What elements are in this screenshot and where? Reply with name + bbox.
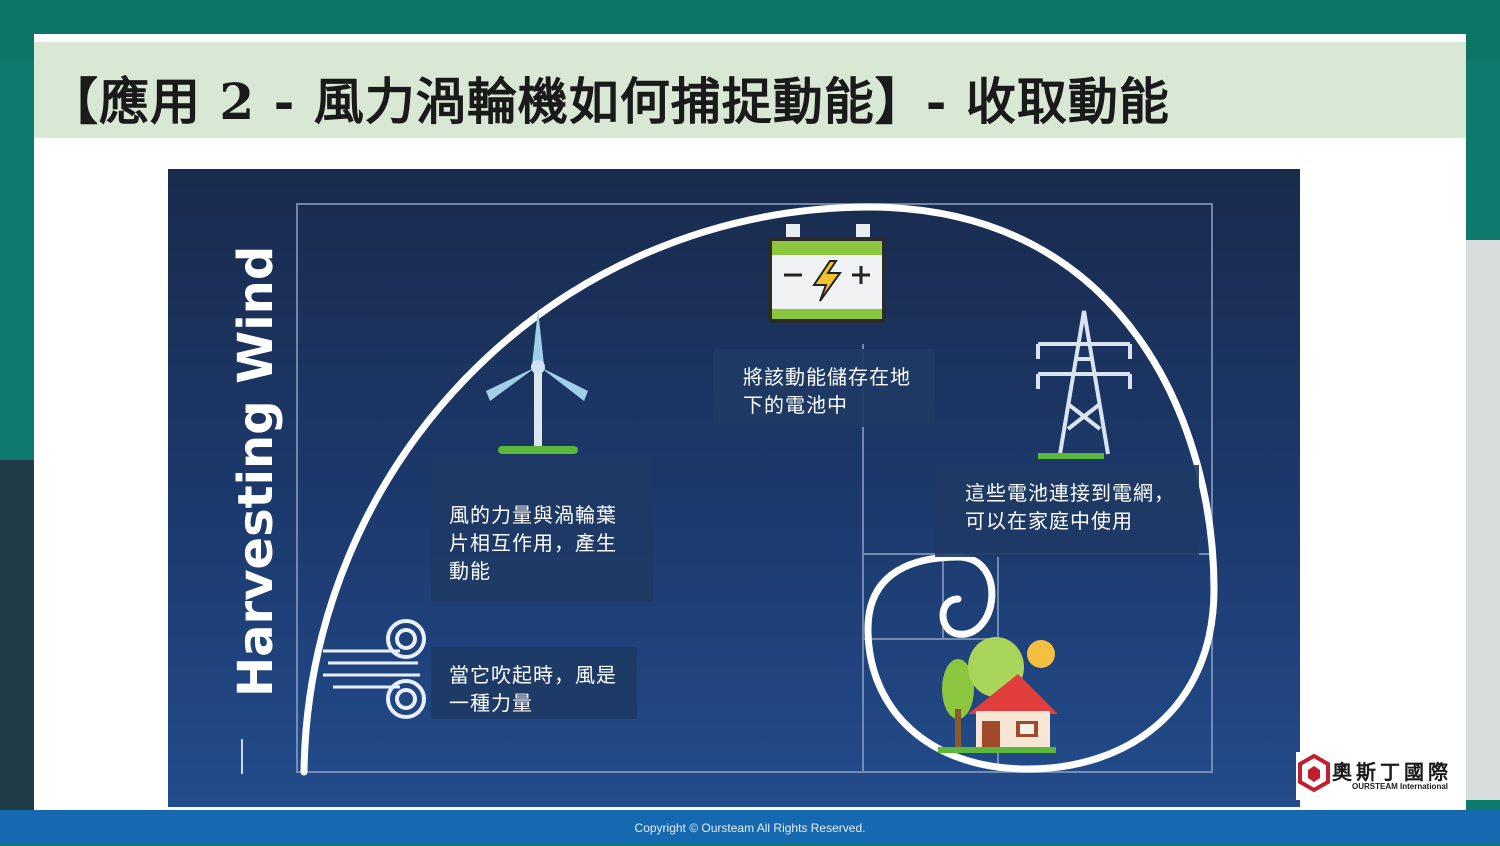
slide-title: 【應用 2 - 風力渦輪機如何捕捉動能】- 收取動能 [48, 72, 1170, 131]
company-logo: 奧斯丁國際 OURSTEAM International [1296, 752, 1466, 800]
logo-name: 奧斯丁國際 [1332, 760, 1452, 784]
battery-icon [768, 224, 886, 323]
textbox-grid: 這些電池連接到電網，可以在家庭中使用 [935, 465, 1199, 557]
power-tower-icon [1036, 310, 1132, 459]
footer-copyright: Copyright © Oursteam All Rights Reserved… [0, 810, 1500, 844]
textbox-turbine: 風的力量與渦輪葉片相互作用，產生動能 [431, 457, 653, 602]
textbox-battery: 將該動能儲存在地下的電池中 [713, 349, 935, 427]
slide: 【應用 2 - 風力渦輪機如何捕捉動能】- 收取動能 [34, 34, 1466, 810]
textbox-wind: 當它吹起時，風是一種力量 [431, 647, 637, 719]
house-icon [938, 637, 1058, 753]
cube-logo-icon [1298, 754, 1330, 793]
wind-turbine-icon [486, 309, 588, 454]
title-bar: 【應用 2 - 風力渦輪機如何捕捉動能】- 收取動能 [34, 42, 1466, 138]
wind-swirl-icon [323, 619, 426, 719]
infographic-panel: Harvesting Wind 風的力量與渦輪葉片相互作用，產生動能 當它吹起時… [168, 169, 1300, 807]
vertical-title: Harvesting Wind [228, 245, 284, 697]
logo-subtitle: OURSTEAM International [1352, 782, 1449, 791]
golden-spiral [300, 203, 1218, 776]
infographic-graphics [241, 203, 1218, 776]
